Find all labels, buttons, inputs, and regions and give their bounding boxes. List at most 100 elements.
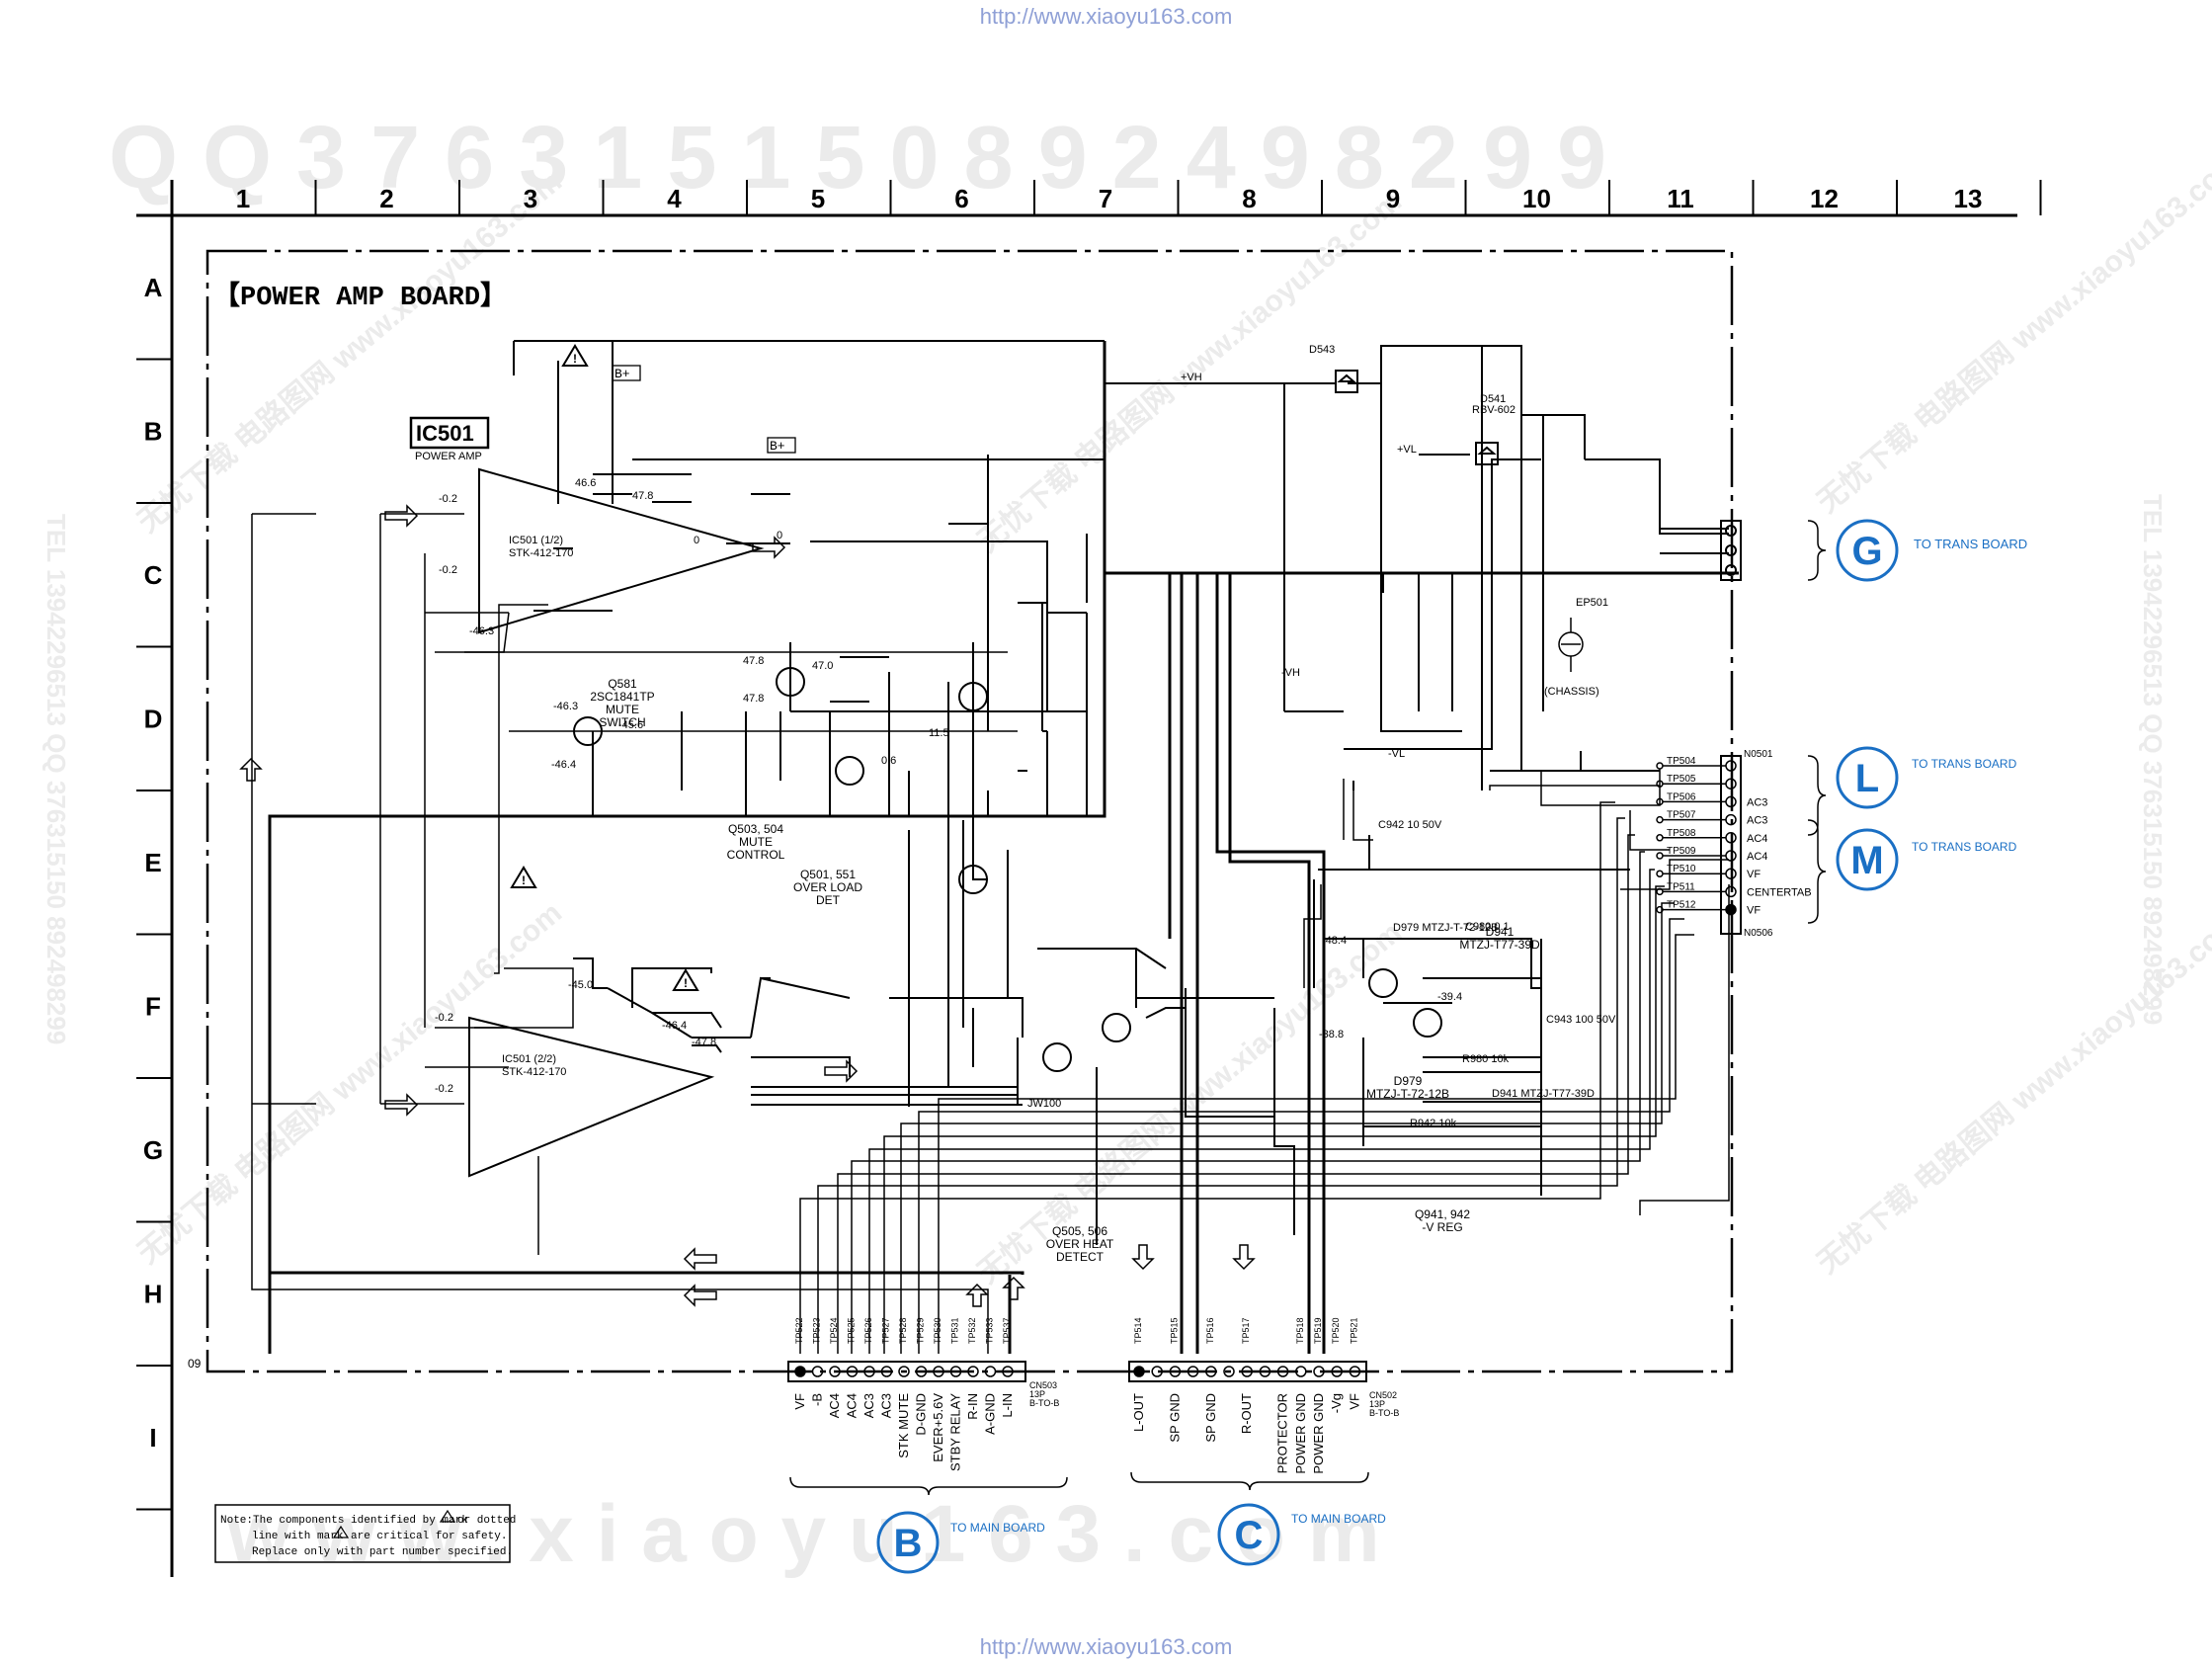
- cn503-pin: [811, 1366, 824, 1377]
- rail-labels: B+ B+: [612, 365, 796, 454]
- connector-c: C TO MAIN BOARD: [1217, 1503, 1386, 1566]
- row-label: B: [144, 417, 163, 447]
- voltage-reading: -38.8: [1319, 1029, 1344, 1040]
- test-point-icon: [1656, 762, 1664, 770]
- cn502-block: [1128, 1361, 1367, 1382]
- ic501-box: [409, 416, 490, 450]
- c943-label: R980 10k: [1462, 1053, 1510, 1065]
- no501-test-point: TP512: [1667, 900, 1696, 911]
- cn502-pin: [1295, 1366, 1307, 1377]
- wiring: [251, 340, 1739, 1354]
- watermark-tel-right: TEL 13942296513 QQ 376315150 892498299: [2138, 494, 2168, 1025]
- right-connector-g: [1720, 520, 1742, 581]
- cn502-pin: [1313, 1366, 1325, 1377]
- column-label: 6: [954, 184, 968, 213]
- cn502-pin-label: SP GND: [1167, 1393, 1182, 1443]
- connector-b-text: TO MAIN BOARD: [950, 1521, 1045, 1535]
- cn502-test-point: TP516: [1205, 1317, 1215, 1344]
- cn503-pin-label: STK MUTE: [896, 1393, 911, 1458]
- cn502-type: B-TO-B: [1369, 1408, 1399, 1418]
- cn502-test-point: TP520: [1331, 1317, 1341, 1344]
- nvl-label: -VL: [1388, 748, 1405, 760]
- row-label: I: [149, 1423, 156, 1453]
- column-label: 4: [667, 184, 682, 213]
- test-point-icon: [1656, 870, 1664, 877]
- transistors: [573, 667, 1442, 1072]
- board-title: 【POWER AMP BOARD】: [213, 281, 507, 313]
- cn503-pin-label: EVER+5.6V: [931, 1393, 945, 1462]
- safety-mark-icon: [439, 1509, 456, 1523]
- connector-g: G TO TRANS BOARD: [1836, 519, 2027, 582]
- cn503-pin-label: L-IN: [1000, 1393, 1015, 1418]
- cn503-pin-label: A-GND: [983, 1393, 998, 1435]
- row-label: E: [144, 848, 161, 877]
- column-label: 11: [1667, 184, 1694, 213]
- bplus-label-2: B+: [770, 439, 785, 454]
- voltage-reading: -0.2: [435, 1083, 453, 1095]
- column-label: 5: [811, 184, 825, 213]
- cn503-pin: [898, 1366, 910, 1377]
- row-label: C: [144, 560, 163, 590]
- connector-b-letter: B: [894, 1522, 923, 1565]
- cn503-block: [787, 1361, 1026, 1382]
- cn502-test-point: TP518: [1295, 1317, 1305, 1344]
- no501-bottom-label: N0506: [1744, 928, 1773, 939]
- signal-arrows: [239, 504, 1256, 1307]
- cn502-test-point: TP515: [1169, 1317, 1179, 1344]
- voltage-reading: 0: [694, 535, 699, 546]
- connector-l-text: TO TRANS BOARD: [1912, 757, 2017, 771]
- c942-label: C980 0.1: [1465, 921, 1510, 933]
- header-url[interactable]: http://www.xiaoyu163.com: [979, 4, 1233, 29]
- row-label: G: [143, 1135, 163, 1165]
- cn503-test-point: TP533: [985, 1317, 995, 1344]
- cn503-test-point: TP530: [933, 1317, 942, 1344]
- voltage-reading: 47.8: [743, 693, 764, 705]
- cn503-pin-label: AC4: [845, 1393, 860, 1418]
- cn502-pin-label: VF: [1347, 1393, 1361, 1410]
- voltage-reading: 47.8: [632, 490, 653, 502]
- no501-signal: VF: [1747, 869, 1761, 880]
- cn502-pin-label: -Vg: [1329, 1393, 1344, 1413]
- cn503-test-point: TP531: [950, 1317, 960, 1344]
- connector-m-letter: M: [1850, 839, 1883, 882]
- ic501-label: IC501: [416, 421, 474, 446]
- cn503-pin-label: R-IN: [965, 1393, 980, 1420]
- cn503-pin-label: STBY RELAY: [948, 1393, 963, 1471]
- connector-b: B TO MAIN BOARD: [876, 1511, 1045, 1574]
- footer-url[interactable]: http://www.xiaoyu163.com: [979, 1634, 1233, 1659]
- connector-c-letter: C: [1235, 1514, 1264, 1557]
- cn502-pin: [1205, 1366, 1217, 1377]
- cn502-pin: [1187, 1366, 1199, 1377]
- cn502-test-point: TP517: [1241, 1317, 1251, 1344]
- cn503-test-point: TP532: [967, 1317, 977, 1344]
- no501-test-point: TP507: [1667, 810, 1696, 821]
- no501-signal: AC4: [1747, 833, 1767, 845]
- connector-g-letter: G: [1851, 530, 1882, 573]
- cn502-test-point: TP521: [1349, 1317, 1358, 1344]
- cn502-pin: [1133, 1366, 1145, 1377]
- cn503-pin-label: -B: [810, 1393, 825, 1406]
- cn503-test-point: TP529: [916, 1317, 926, 1344]
- column-label: 2: [379, 184, 393, 213]
- note-line1b: or dotted: [457, 1515, 516, 1527]
- no501-signal: AC4: [1747, 851, 1767, 863]
- connector-l: L TO TRANS BOARD: [1836, 746, 2017, 809]
- connector-g-text: TO TRANS BOARD: [1914, 537, 2027, 551]
- cn503-test-point: TP537: [1002, 1317, 1012, 1344]
- ic501-upper-label: IC501 (1/2): [509, 535, 563, 546]
- q941-block-label: Q941, 942-V REG: [1415, 1207, 1470, 1234]
- voltage-reading: -0.2: [435, 1012, 453, 1024]
- cn503-pin-label: AC4: [827, 1393, 842, 1418]
- cn503-pin: [984, 1366, 997, 1377]
- column-label: 9: [1386, 184, 1400, 213]
- corner-number: 09: [188, 1357, 202, 1371]
- cn503-pin: [915, 1366, 928, 1377]
- cn502-pin-label: POWER GND: [1293, 1393, 1308, 1474]
- cn503-test-point: TP528: [898, 1317, 908, 1344]
- d543-label: D543: [1309, 344, 1335, 356]
- c980-label: R942 10k: [1410, 1118, 1457, 1129]
- cn503-pin: [794, 1366, 806, 1377]
